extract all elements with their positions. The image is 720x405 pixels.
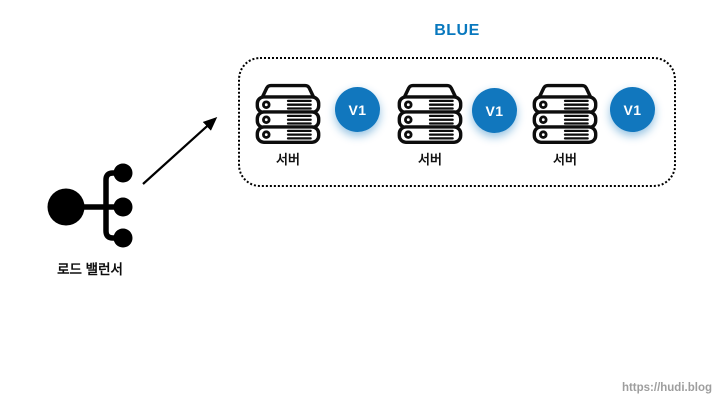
version-badge: V1 [335,87,380,132]
version-badge: V1 [472,88,517,133]
arrow [142,116,218,185]
server-node: 서버 [396,82,464,168]
cluster-title: BLUE [434,22,480,39]
server-label: 서버 [276,152,300,167]
load-balancer-label: 로드 밸런서 [57,262,123,277]
load-balancer-icon [47,163,133,248]
server-stack-icon [397,83,463,144]
server-node: 서버 [254,82,322,168]
server-stack-icon [532,83,598,144]
server-label: 서버 [553,152,577,167]
server-label: 서버 [418,152,442,167]
watermark-url: https://hudi.blog [621,382,712,394]
server-node: 서버 [531,82,599,168]
load-balancer: 로드 밸런서 [38,160,142,278]
server-stack-icon [255,83,321,144]
version-badge: V1 [610,87,655,132]
